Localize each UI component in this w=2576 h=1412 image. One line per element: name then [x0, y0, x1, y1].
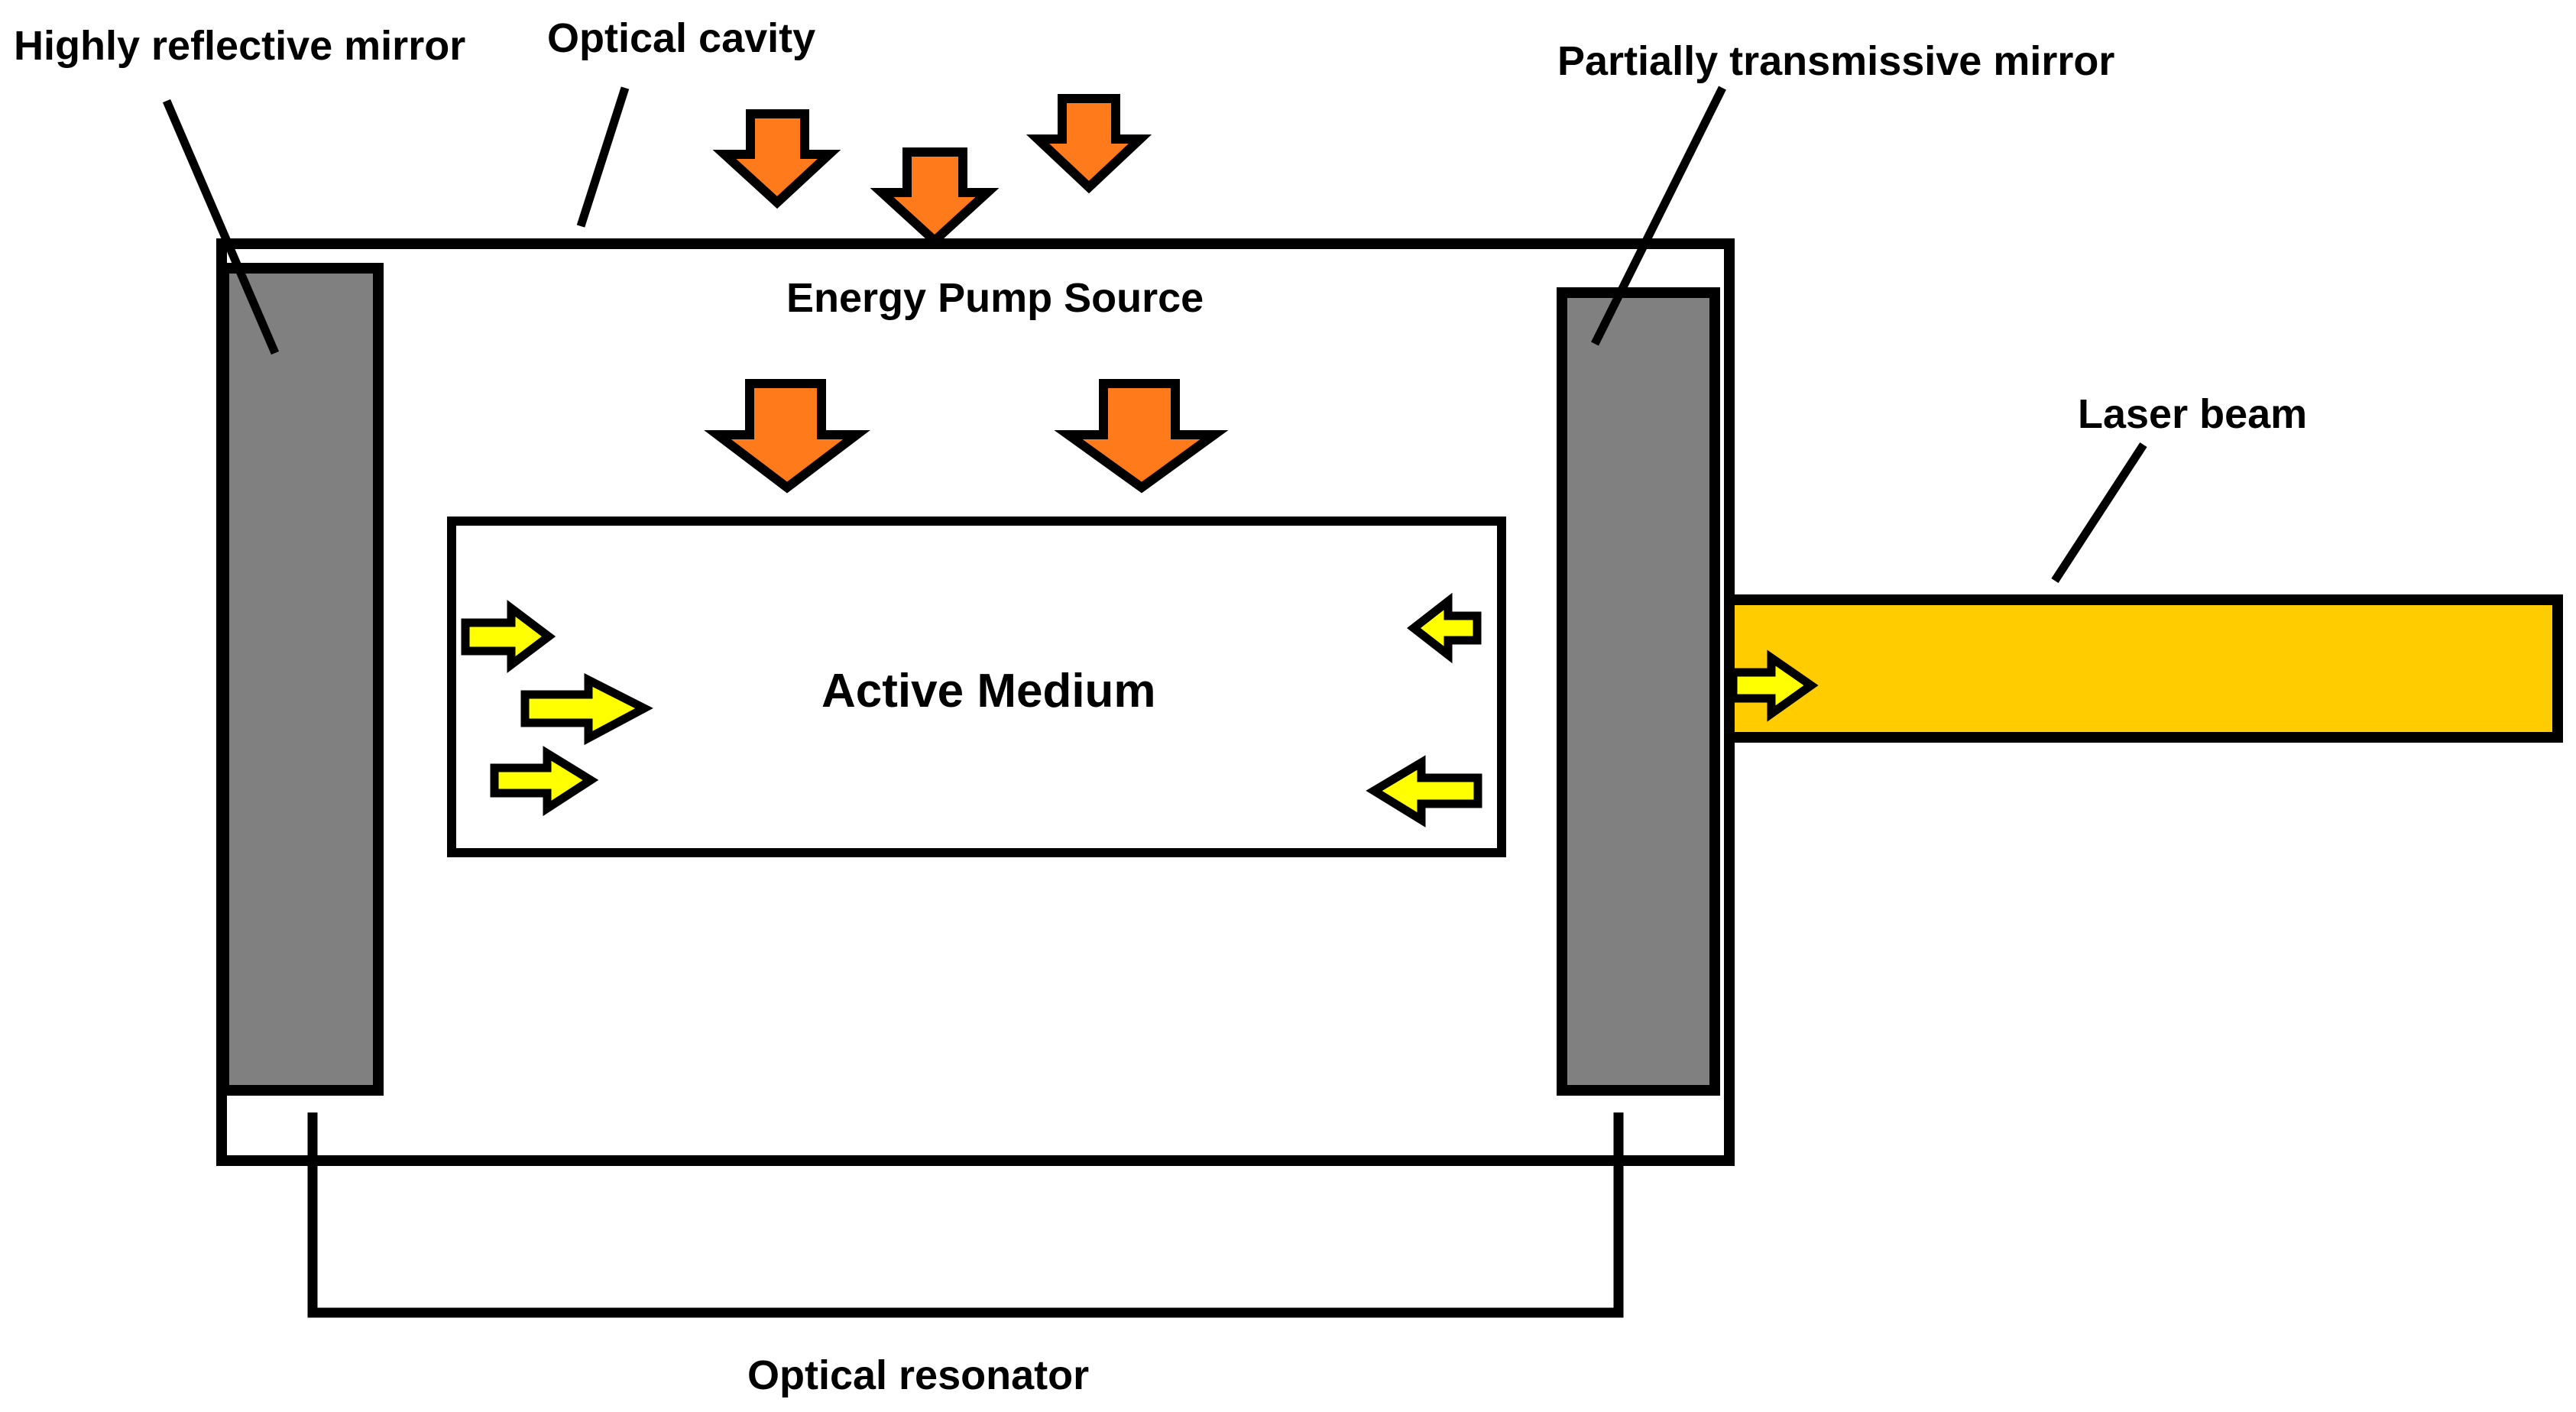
orange-down-arrow-icon	[704, 379, 870, 494]
label-laser-beam: Laser beam	[2078, 391, 2307, 437]
leader-line-partially-transmissive-mirror	[1591, 86, 1726, 346]
photon-arrows	[461, 592, 1819, 827]
label-optical-cavity: Optical cavity	[547, 15, 815, 61]
partially-transmissive-mirror	[1557, 287, 1720, 1096]
orange-down-arrow-icon	[712, 109, 841, 209]
orange-down-arrow-icon	[1026, 94, 1152, 194]
laser-beam	[1723, 594, 2563, 743]
orange-down-arrow-icon	[1054, 379, 1229, 494]
label-active-medium: Active Medium	[821, 665, 1156, 717]
label-partially-transmissive-mirror: Partially transmissive mirror	[1557, 38, 2114, 84]
label-highly-reflective-mirror: Highly reflective mirror	[14, 23, 465, 69]
yellow-horizontal-arrow-icon	[461, 599, 556, 674]
yellow-horizontal-arrow-icon	[1366, 755, 1482, 827]
yellow-horizontal-arrow-icon	[490, 746, 599, 817]
label-optical-resonator: Optical resonator	[747, 1352, 1089, 1398]
leader-line-laser-beam	[2051, 442, 2147, 584]
yellow-horizontal-arrow-icon	[1407, 592, 1482, 664]
yellow-horizontal-arrow-icon	[1729, 649, 1819, 722]
yellow-horizontal-arrow-icon	[520, 673, 653, 746]
leader-line-highly-reflective-mirror	[162, 99, 280, 355]
highly-reflective-mirror	[219, 263, 384, 1096]
active-medium-box	[447, 517, 1506, 857]
optical-resonator-bracket	[307, 1112, 1624, 1318]
pump-arrows	[704, 94, 1229, 494]
label-energy-pump-source: Energy Pump Source	[786, 275, 1204, 321]
leader-line-optical-cavity	[576, 86, 630, 228]
orange-down-arrow-icon	[870, 147, 1000, 248]
